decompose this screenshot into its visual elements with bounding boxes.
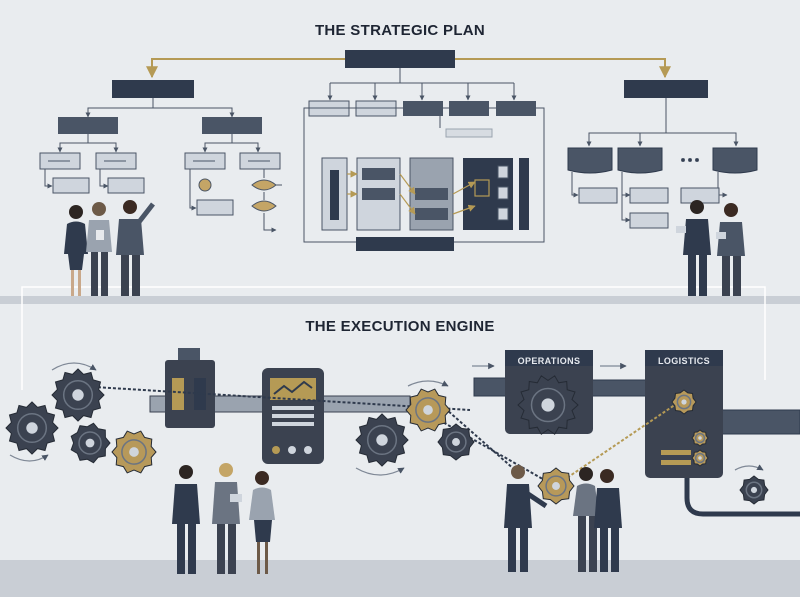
gear-icon [5,401,59,455]
logistics-label: LOGISTICS [657,356,711,366]
person-icon [249,471,275,574]
strategic-plan-title: THE STRATEGIC PLAN [314,22,486,39]
gear-icon [537,467,575,505]
machine-monitor-unit [262,368,324,464]
master-plan-box [345,50,455,68]
gear-icon [405,388,451,432]
gear-icon [517,375,579,435]
gear-icon [739,475,769,505]
person-icon [676,200,711,296]
left-org-chart [39,80,282,233]
gold-arrow-right [455,58,671,79]
chain-icon [554,397,686,487]
strategic-plan-section [0,50,800,390]
workers-group-right [504,465,622,572]
top-floor [0,296,800,304]
person-icon [64,205,88,296]
pipe-icon [586,379,648,397]
gear-icon [691,449,709,467]
person-icon [716,203,745,296]
gear-icon [355,413,409,467]
person-icon [504,465,548,572]
person-icon [116,200,155,296]
operations-label: OPERATIONS [517,356,581,366]
gear-icon [671,389,697,415]
person-icon [212,463,242,574]
workers-group-left [172,463,275,574]
center-system-diagram [303,68,545,251]
person-icon [573,467,599,572]
gear-icon [691,429,709,447]
execution-engine-title: THE EXECUTION ENGINE [305,318,495,335]
bottom-floor [0,560,800,597]
section-frame-line [21,286,766,390]
pipe-icon [684,478,800,517]
execution-engine-section [0,348,800,597]
chain-icon [429,394,516,471]
gold-arrow-left [146,58,345,79]
gears-group [5,368,769,505]
motion-arrows [9,362,764,476]
pipe-icon [721,409,800,435]
gear-icon [70,422,111,464]
gear-icon [51,368,105,422]
planners-group-right [676,200,745,296]
right-org-chart [567,80,758,229]
person-icon [86,202,112,296]
planners-group-left [64,200,155,296]
person-icon [594,469,622,572]
chain-icon [77,385,471,411]
person-icon [172,465,200,574]
gear-icon [437,423,475,461]
gear-icon [111,430,157,474]
machine-control-unit [165,348,215,428]
